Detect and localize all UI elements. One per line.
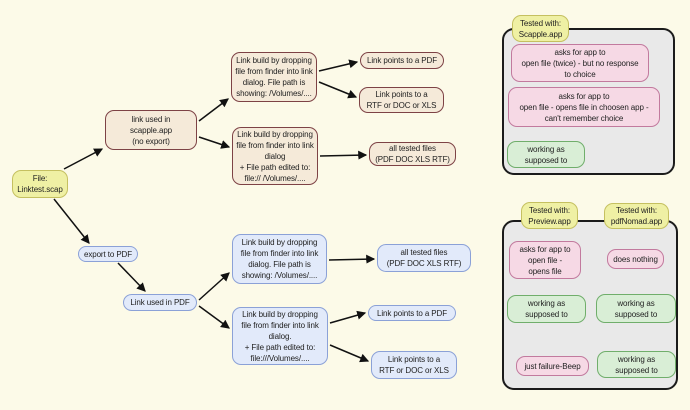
note-tested-with-preview[interactable]: Tested with: Preview.app [521,202,578,229]
arrow-edited-to-all-tested [319,150,368,160]
arrow-scapple-to-build-showing [198,98,229,122]
arrow-editedpdf-to-rtf [329,344,370,363]
note-preview-result-asks[interactable]: asks for app to open file - opens file [509,241,581,279]
note-scapple-result-twice[interactable]: asks for app to open file (twice) - but … [511,44,649,82]
note-build-edited-scapple[interactable]: Link build by dropping file from finder … [232,127,318,185]
note-pdfnomad-result-working-1[interactable]: working as supposed to [596,294,676,323]
note-preview-result-failure[interactable]: just failure-Beep [516,356,589,376]
arrow-editedpdf-to-pdf [329,310,367,324]
note-link-used-in-pdf[interactable]: Link used in PDF [123,294,197,311]
note-file[interactable]: File: Linktest.scap [12,170,68,198]
note-pdfnomad-result-nothing[interactable]: does nothing [607,249,664,269]
note-scapple-result-choose[interactable]: asks for app to open file - opens file i… [508,87,660,127]
arrow-export-to-link-used [117,262,146,292]
note-all-tested-scapple[interactable]: all tested files (PDF DOC XLS RTF) [369,142,456,166]
arrow-showing-to-pdf [318,59,359,72]
note-build-showing-pdf[interactable]: Link build by dropping file from finder … [232,234,327,284]
note-points-pdf-pdf[interactable]: Link points to a PDF [368,305,456,321]
note-build-edited-pdf[interactable]: Link build by dropping file from finder … [232,307,328,365]
arrow-scapple-to-build-edited [198,136,231,149]
arrow-linkused-to-build-edited [198,305,230,329]
note-tested-with-scapple[interactable]: Tested with: Scapple.app [512,15,569,42]
note-tested-with-pdfnomad[interactable]: Tested with: pdfNomad.app [604,203,669,229]
note-all-tested-pdf[interactable]: all tested files (PDF DOC XLS RTF) [377,244,471,272]
note-preview-result-working[interactable]: working as supposed to [507,295,586,323]
arrow-linkused-to-build-showing [198,272,230,301]
arrow-showing-to-rtf [318,81,358,99]
note-build-showing-scapple[interactable]: Link build by dropping file from finder … [231,52,317,102]
note-points-pdf-scapple[interactable]: Link points to a PDF [360,52,444,69]
note-scapple-result-working[interactable]: working as supposed to [507,141,585,168]
arrow-showingpdf-to-all-tested [328,254,376,264]
note-link-used-in-scapple[interactable]: link used in scapple.app (no export) [105,110,197,150]
note-pdfnomad-result-working-2[interactable]: working as supposed to [597,351,676,378]
arrow-file-to-scapple-use [63,148,104,170]
note-export-to-pdf[interactable]: export to PDF [78,246,138,262]
note-points-rtf-pdf[interactable]: Link points to a RTF or DOC or XLS [371,351,457,379]
note-points-rtf-scapple[interactable]: Link points to a RTF or DOC or XLS [359,87,444,113]
arrow-file-to-export [53,198,90,244]
